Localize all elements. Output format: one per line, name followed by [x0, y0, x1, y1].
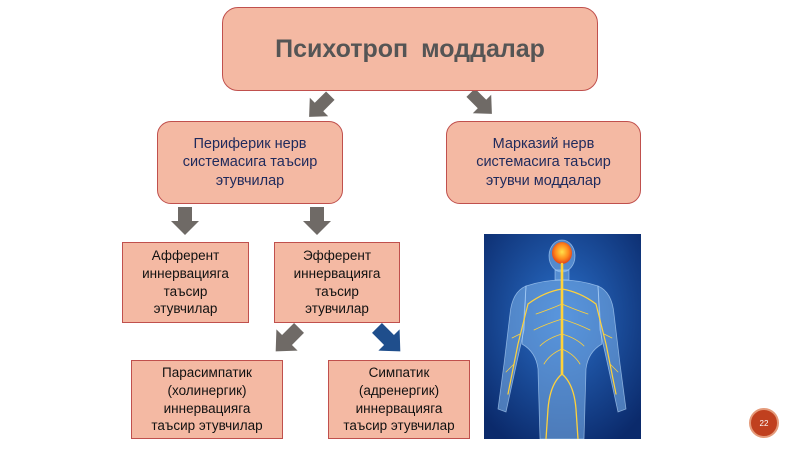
- arrow-title-to-peripheral: [309, 91, 335, 117]
- node-central: Марказий нерв системасига таъсир этувчи …: [446, 121, 641, 204]
- title-box: Психотроп моддалар: [222, 7, 598, 91]
- page-number-badge: 22: [749, 408, 779, 438]
- node-sympathetic-label: Симпатик (адренергик) иннервацияга таъси…: [343, 365, 455, 434]
- node-central-label: Марказий нерв системасига таъсир этувчи …: [476, 135, 611, 189]
- node-peripheral: Периферик нерв системасига таъсир этувчи…: [157, 121, 343, 204]
- node-peripheral-label: Периферик нерв системасига таъсир этувчи…: [182, 135, 318, 189]
- node-efferent: Эфферент иннервацияга таъсир этувчилар: [274, 242, 400, 323]
- arrow-efferent-to-parasympathetic: [275, 323, 304, 352]
- node-parasympathetic-label: Парасимпатик (холинергик) иннервацияга т…: [151, 365, 263, 434]
- diagram-title: Психотроп моддалар: [275, 34, 545, 63]
- node-sympathetic: Симпатик (адренергик) иннервацияга таъси…: [328, 360, 470, 439]
- arrow-peripheral-to-afferent: [171, 207, 199, 235]
- arrow-efferent-to-sympathetic: [372, 323, 401, 352]
- nervous-system-icon: [484, 234, 641, 439]
- node-efferent-label: Эфферент иннервацияга таъсир этувчилар: [293, 248, 381, 317]
- node-afferent: Афферент иннервацияга таъсир этувчилар: [122, 242, 249, 323]
- arrow-peripheral-to-efferent: [303, 207, 331, 235]
- page-number: 22: [759, 418, 769, 428]
- arrow-title-to-central: [466, 88, 492, 114]
- node-parasympathetic: Парасимпатик (холинергик) иннервацияга т…: [131, 360, 283, 439]
- node-afferent-label: Афферент иннервацияга таъсир этувчилар: [142, 248, 229, 317]
